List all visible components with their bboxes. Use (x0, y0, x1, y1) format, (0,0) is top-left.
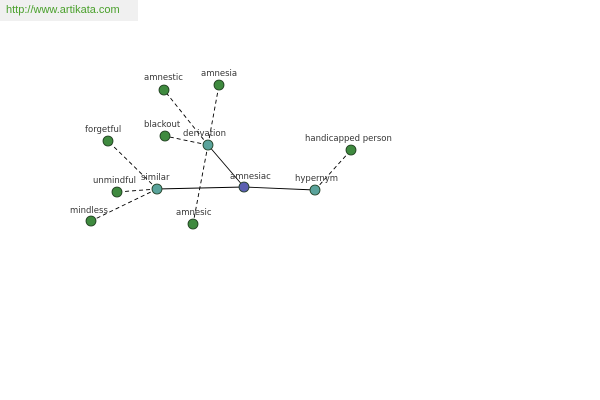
leaf-label-handicapped-person[interactable]: handicapped person (305, 134, 392, 144)
leaf-node-amnesic[interactable] (187, 218, 199, 230)
edge-amnesiac-derivation (207, 144, 245, 188)
leaf-label-amnesic[interactable]: amnesic (176, 208, 212, 218)
relation-node-similar[interactable] (151, 183, 163, 195)
edge-similar-unmindful (116, 188, 158, 193)
leaf-node-blackout[interactable] (159, 130, 171, 142)
graph-edges (90, 84, 352, 225)
edge-similar-forgetful (107, 140, 158, 190)
leaf-label-amnesia[interactable]: amnesia (201, 69, 237, 79)
leaf-label-forgetful[interactable]: forgetful (85, 125, 121, 135)
graph-labels: amnestic amnesia blackout amnesic forgetful u… (70, 69, 392, 218)
relation-label-similar[interactable]: similar (141, 173, 170, 183)
edge-amnesiac-hypernym (243, 186, 316, 191)
leaf-node-mindless[interactable] (85, 215, 97, 227)
edge-derivation-blackout (164, 135, 209, 146)
edge-amnesiac-similar (156, 186, 245, 190)
leaf-node-amnesia[interactable] (213, 79, 225, 91)
center-node-amnesiac[interactable] (238, 181, 250, 193)
edge-derivation-amnesia (207, 84, 220, 146)
graph-nodes (85, 79, 357, 230)
edge-similar-mindless (90, 188, 158, 222)
edge-derivation-amnestic (163, 89, 209, 146)
relation-node-hypernym[interactable] (309, 184, 321, 196)
relation-label-hypernym[interactable]: hypernym (295, 174, 338, 184)
relation-label-derivation[interactable]: derivation (183, 129, 226, 139)
url-text[interactable]: http://www.artikata.com (6, 4, 120, 16)
center-label-amnesiac[interactable]: amnesiac (230, 172, 271, 182)
leaf-node-forgetful[interactable] (102, 135, 114, 147)
url-banner[interactable]: http://www.artikata.com (0, 0, 138, 21)
leaf-node-amnestic[interactable] (158, 84, 170, 96)
leaf-label-blackout[interactable]: blackout (144, 120, 181, 130)
leaf-label-amnestic[interactable]: amnestic (144, 73, 183, 83)
edge-hypernym-handicapped-person (314, 149, 352, 191)
leaf-node-unmindful[interactable] (111, 186, 123, 198)
leaf-node-handicapped-person[interactable] (345, 144, 357, 156)
leaf-label-mindless[interactable]: mindless (70, 206, 108, 216)
leaf-label-unmindful[interactable]: unmindful (93, 176, 136, 186)
relation-node-derivation[interactable] (202, 139, 214, 151)
